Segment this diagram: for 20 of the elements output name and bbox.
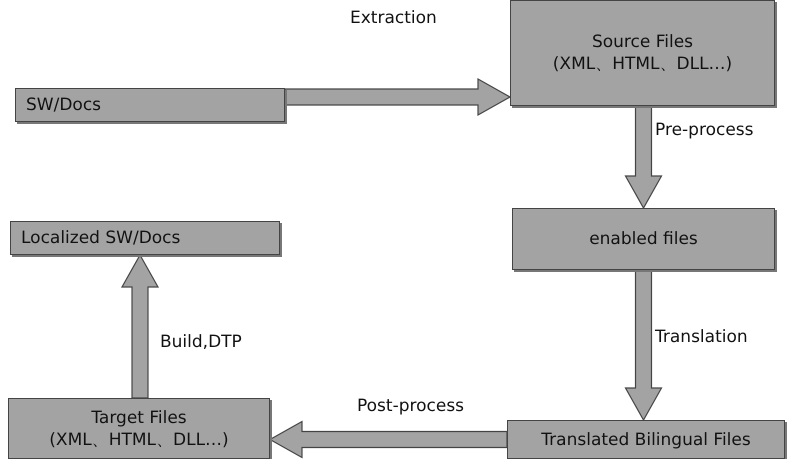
box-title: Source Files [592, 31, 694, 53]
process-box [507, 420, 785, 459]
process-box [510, 0, 775, 106]
box-title: enabled files [589, 228, 698, 250]
box-subtitle: (XML、HTML、DLL…) [49, 428, 229, 450]
box-title: Localized SW/Docs [21, 227, 180, 249]
edge-label: Pre-process [655, 120, 754, 140]
edge-label: Build,DTP [160, 332, 242, 352]
process-box [15, 88, 285, 122]
block-arrow [624, 105, 663, 210]
box-subtitle: (XML、HTML、DLL…) [552, 53, 732, 75]
block-arrow [624, 269, 663, 422]
process-box [512, 208, 775, 270]
process-box [8, 398, 270, 459]
edge-label: Post-process [357, 396, 464, 416]
box-title: Target Files [91, 406, 187, 428]
box-title: Translated Bilingual Files [541, 428, 751, 450]
box-title: SW/Docs [26, 94, 102, 116]
block-arrow [284, 78, 512, 116]
process-box [10, 221, 280, 255]
